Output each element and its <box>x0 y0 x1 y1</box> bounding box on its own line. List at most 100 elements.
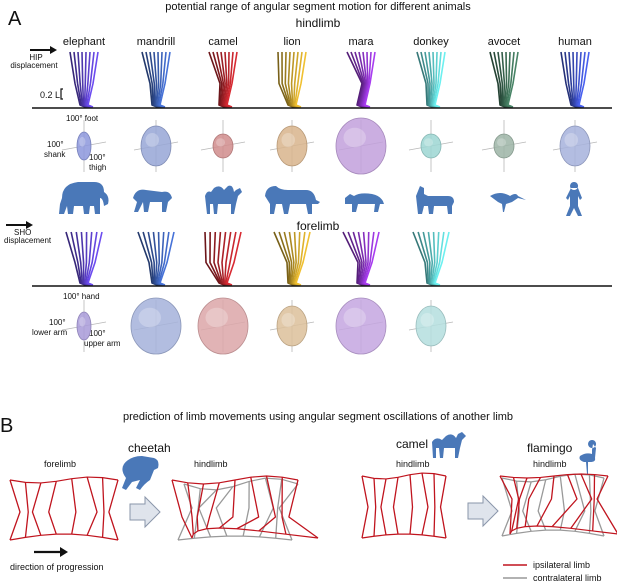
animal-name-elephant: elephant <box>63 36 105 48</box>
ellipsoid-body <box>212 133 234 159</box>
hip-label-line1: HIP <box>29 53 42 62</box>
gait-stroke <box>421 472 429 536</box>
fan-stroke <box>295 231 311 286</box>
ellipsoid-highlight <box>343 127 366 148</box>
flamingo-hindlimb-label: hindlimb <box>533 459 567 469</box>
fore-axis-upper-arm: upper arm <box>84 339 121 348</box>
legend: ipsilateral limb contralateral limb <box>503 560 602 583</box>
ellipsoid-body <box>335 297 387 355</box>
animal-name-mara: mara <box>348 36 374 48</box>
camel-hindlimb-label: hindlimb <box>396 459 430 469</box>
fore-axis-lower-arm: lower arm <box>32 328 67 337</box>
direction-label: direction of progression <box>10 562 104 572</box>
gait-foot-envelope <box>191 527 319 539</box>
mandrill-silhouette-icon <box>133 189 172 212</box>
ellipsoid-lion <box>269 300 315 352</box>
ellipsoid-body <box>493 133 515 159</box>
gait-foot-envelope <box>509 525 617 535</box>
cheetah-hindlimb-label: hindlimb <box>194 459 228 469</box>
gait-stroke <box>594 477 605 537</box>
hind-axis-thigh-deg: 100° <box>89 153 106 162</box>
cheetah-hindlimb-gait-prediction <box>171 475 319 541</box>
gait-stroke <box>86 476 98 536</box>
mara-silhouette-icon <box>345 193 384 212</box>
gait-stroke <box>516 477 528 529</box>
cheetah-forelimb-gait <box>9 476 119 541</box>
gait-stroke <box>592 474 596 531</box>
ellipsoid-elephant <box>61 120 107 172</box>
gait-stroke <box>433 473 436 537</box>
ellipsoid-body <box>276 305 308 347</box>
fan-mara <box>342 231 380 286</box>
gait-stroke <box>9 479 21 541</box>
ellipsoid-donkey <box>408 120 454 172</box>
animal-silhouettes <box>59 182 582 216</box>
flamingo-hindlimb-gait-prediction <box>499 473 617 537</box>
ellipsoid-body <box>276 125 308 167</box>
fore-axis-lower-arm-deg: 100° <box>49 318 66 327</box>
gait-stroke <box>24 482 29 538</box>
gait-stroke <box>108 479 119 541</box>
gait-stroke <box>537 479 547 531</box>
gait-stroke <box>187 482 194 535</box>
gait-stroke <box>380 478 387 535</box>
cheetah-silhouette-icon <box>122 456 159 490</box>
ellipsoid-body <box>420 133 442 159</box>
fan-mara <box>346 51 376 108</box>
ellipsoid-lion <box>269 120 315 172</box>
fan-stroke <box>226 231 242 286</box>
panel-b-title: prediction of limb movements using angul… <box>123 411 513 423</box>
fan-camel <box>208 51 238 108</box>
panel-a-letter: A <box>8 8 22 30</box>
gait-stroke <box>177 483 193 541</box>
gait-stroke <box>31 482 42 536</box>
animal-name-lion: lion <box>283 36 300 48</box>
gait-stroke <box>511 477 520 532</box>
ellipsoid-highlight <box>281 313 295 327</box>
legend-label-ipsilateral: ipsilateral limb <box>533 560 590 570</box>
ellipsoid-highlight <box>216 138 225 147</box>
donkey-silhouette-icon <box>416 186 454 214</box>
gait-stroke <box>499 475 513 535</box>
ellipsoid-body <box>197 297 249 355</box>
gait-stroke <box>574 473 586 532</box>
fan-donkey <box>416 51 446 108</box>
gait-stroke <box>551 474 578 528</box>
gait-foot-envelope <box>361 533 447 539</box>
panel-b-letter: B <box>0 415 13 437</box>
fan-elephant <box>69 51 99 108</box>
gait-stroke <box>101 477 105 538</box>
sho-label-line2: displacement <box>4 236 52 245</box>
fan-stroke <box>364 231 380 286</box>
fan-stroke <box>507 51 519 108</box>
gait-foot-envelope <box>501 529 605 537</box>
gait-top-envelope <box>361 472 447 480</box>
gait-stroke <box>219 479 236 529</box>
gait-foot-envelope <box>177 535 293 541</box>
gait-stroke <box>536 475 555 527</box>
fan-stroke <box>434 231 450 286</box>
ellipsoid-highlight <box>79 136 86 147</box>
fan-stroke <box>87 51 99 108</box>
ellipsoid-highlight <box>205 307 228 328</box>
ellipsoid-highlight <box>138 307 161 328</box>
gait-stroke <box>570 473 593 529</box>
direction-arrow <box>34 547 68 557</box>
forelimb-label: forelimb <box>44 459 76 469</box>
ellipsoid-highlight <box>343 307 366 328</box>
ellipsoid-body <box>559 125 591 167</box>
gait-top-envelope <box>9 476 119 484</box>
fan-stroke <box>87 231 103 286</box>
animal-name-avocet: avocet <box>488 36 520 48</box>
ellipsoid-body <box>140 125 172 167</box>
fan-stroke <box>578 51 590 108</box>
forelimb-heading: forelimb <box>297 219 340 233</box>
sho-label-line1: SHO <box>14 228 31 237</box>
gait-stroke <box>278 483 299 541</box>
legend-label-contralateral: contralateral limb <box>533 573 602 583</box>
fan-mandrill <box>137 231 175 286</box>
elephant-silhouette-icon <box>59 182 109 214</box>
panel-a-title: potential range of angular segment motio… <box>165 1 471 13</box>
ellipsoid-body <box>76 311 92 341</box>
ellipsoid-camel <box>200 120 246 172</box>
